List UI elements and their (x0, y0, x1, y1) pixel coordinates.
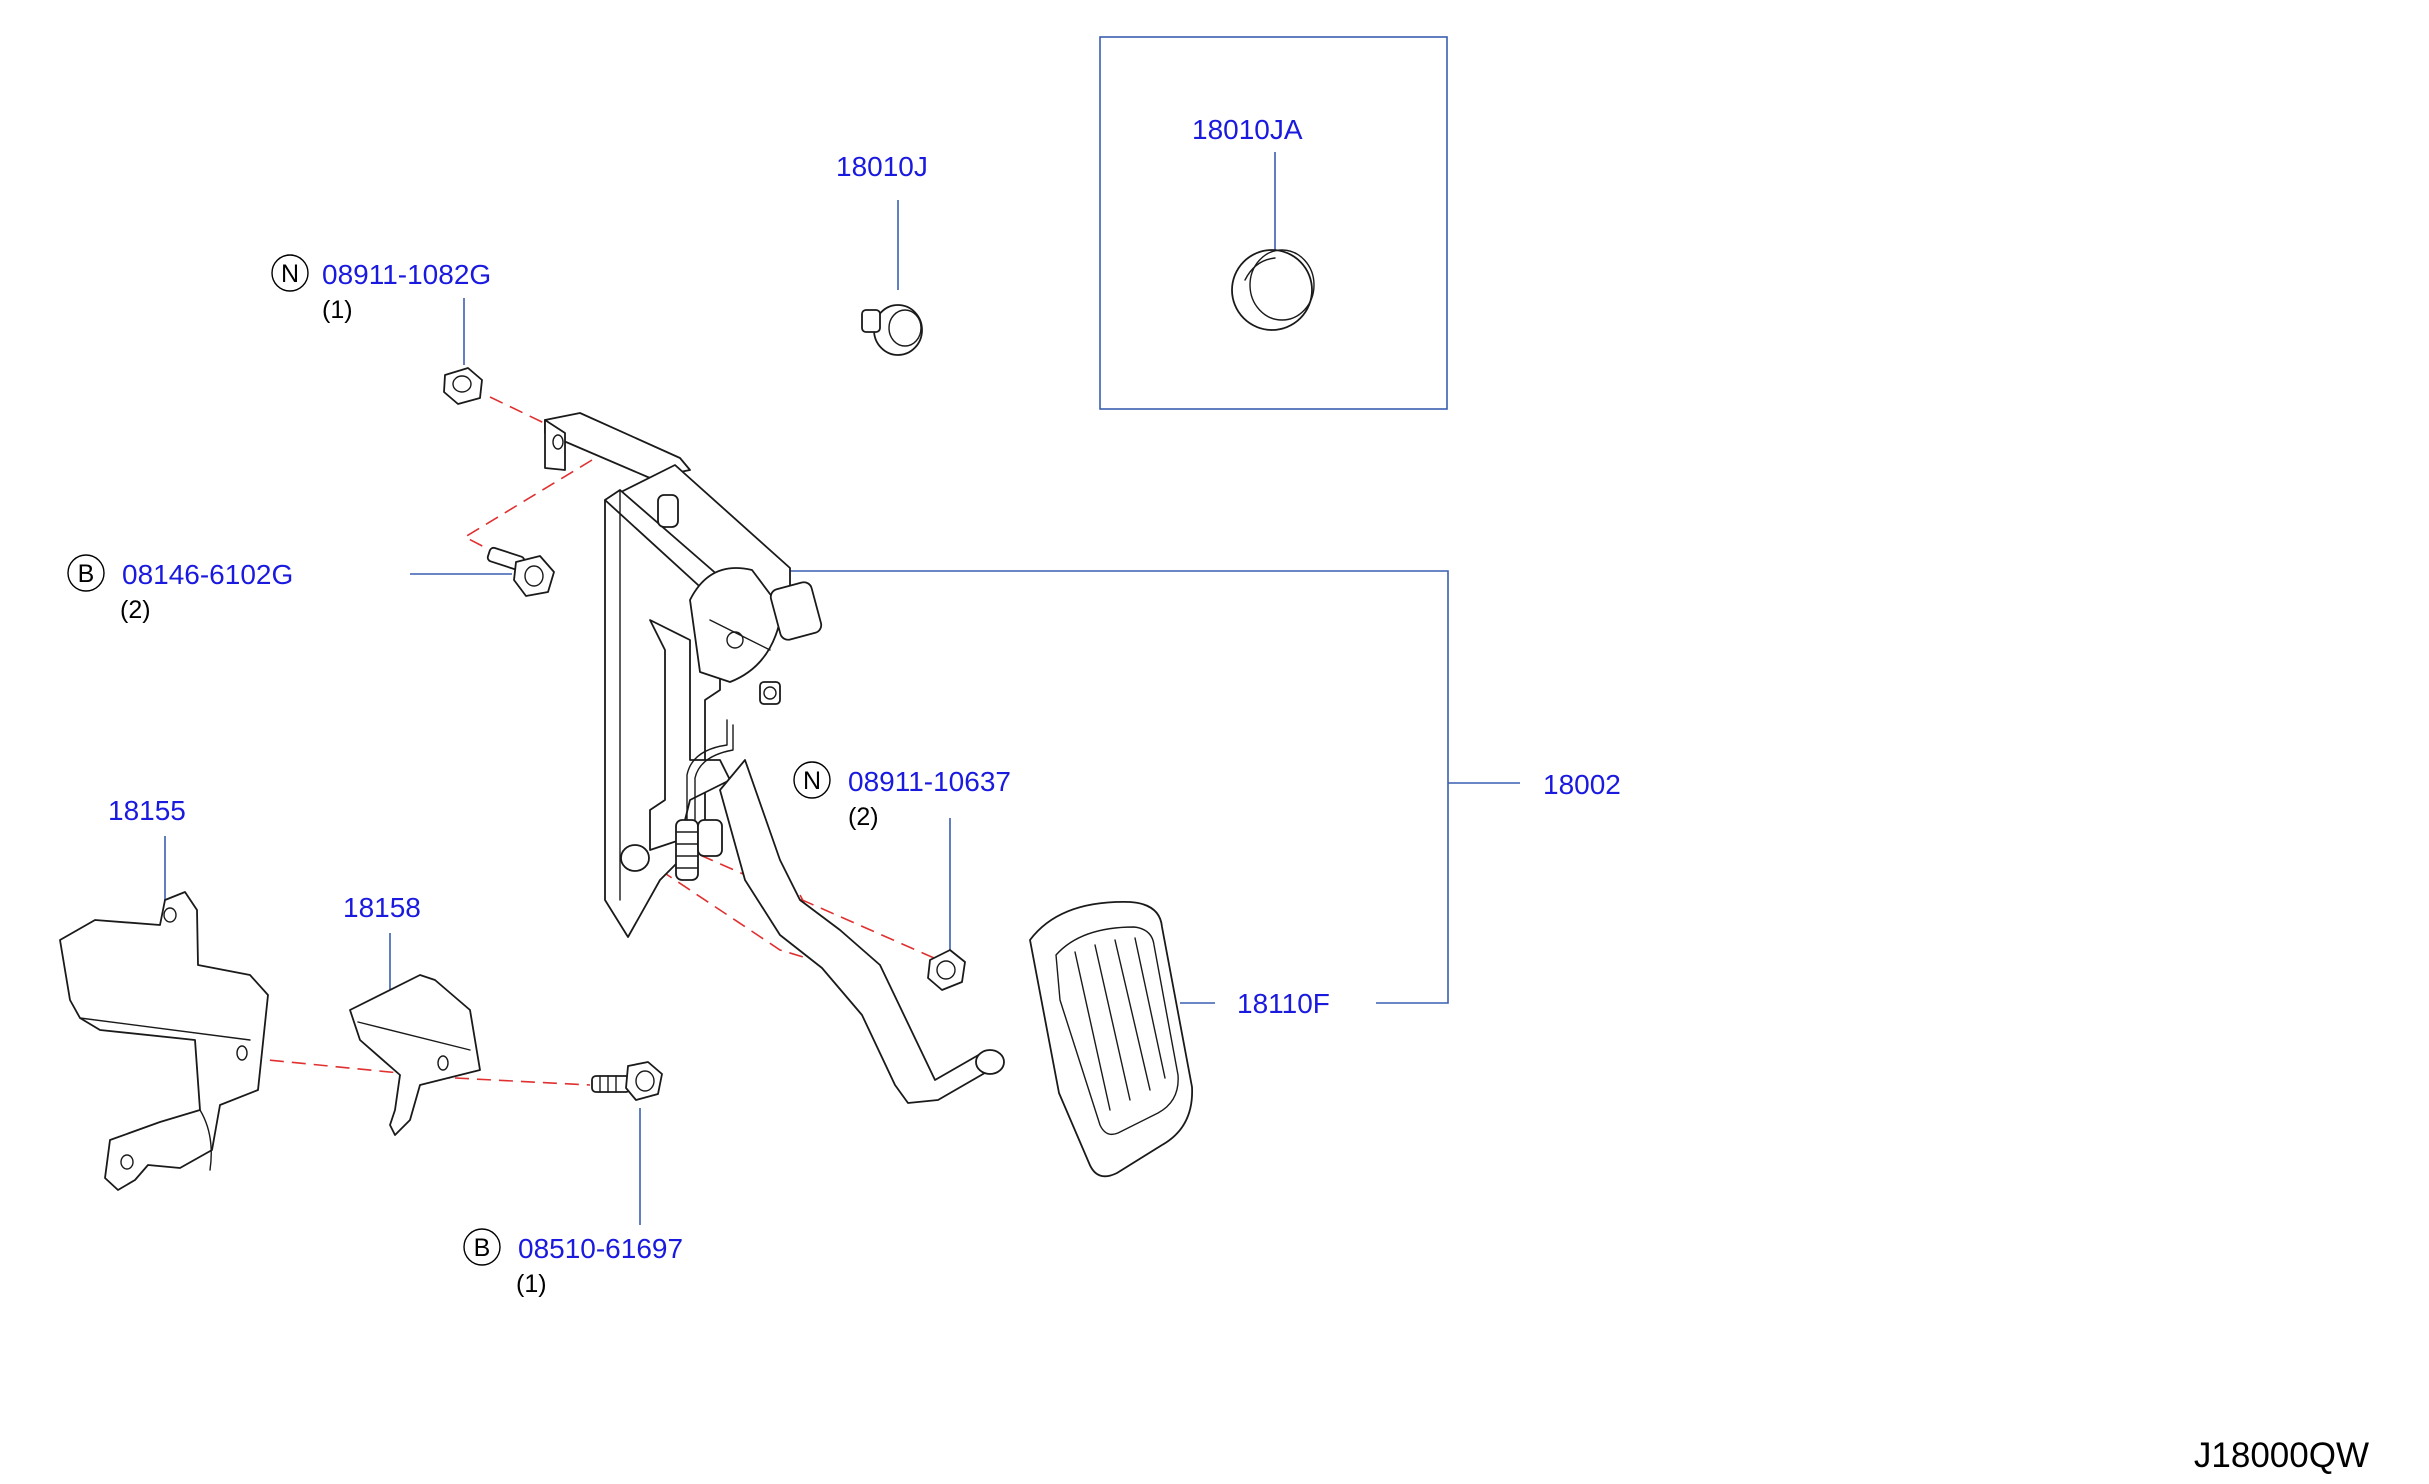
pedal-pad-part-number[interactable]: 18110F (1237, 988, 1330, 1019)
callout-bolt-bracket[interactable]: B 08146-6102G (2) (67, 554, 293, 624)
bracket-small-part-number[interactable]: 18158 (343, 892, 421, 923)
nut-lower-icon[interactable] (927, 949, 966, 991)
stopper-part-number[interactable]: 18010J (836, 151, 928, 182)
quantity: (1) (516, 1270, 547, 1298)
callout-bolt-bottom[interactable]: B 08510-61697 (1) (463, 1228, 683, 1298)
pedal-assembly[interactable] (544, 412, 1005, 1104)
bracket-large-part-number[interactable]: 18155 (108, 795, 186, 826)
leader-lines (164, 152, 1520, 1225)
pedal-assembly-part-number[interactable]: 18002 (1543, 769, 1621, 800)
pedal-pad-icon[interactable] (1029, 901, 1193, 1178)
bolt-bracket-icon[interactable] (486, 546, 555, 597)
alternate-part-box (1099, 36, 1448, 410)
quantity: (1) (322, 296, 353, 324)
bolt-bottom-icon[interactable] (591, 1061, 663, 1101)
badge-letter: N (281, 260, 299, 288)
badge-letter: B (78, 560, 95, 588)
part-number: 08146-6102G (122, 559, 293, 590)
diagram-id: J18000QW (2194, 1436, 2369, 1475)
quantity: (2) (848, 803, 879, 831)
badge-letter: B (474, 1234, 491, 1262)
callout-nut-lower[interactable]: N 08911-10637 (2) (793, 761, 1011, 831)
stopper-alt-icon[interactable] (1231, 249, 1315, 331)
nut-top-icon[interactable] (443, 367, 483, 405)
part-number: 08510-61697 (518, 1233, 683, 1264)
callout-nut-top[interactable]: N 08911-1082G (1) (271, 254, 491, 324)
bracket-large-icon[interactable] (59, 891, 269, 1191)
part-number: 08911-1082G (322, 259, 491, 290)
badge-letter: N (803, 767, 821, 795)
bracket-small-icon[interactable] (349, 974, 481, 1136)
quantity: (2) (120, 596, 151, 624)
stopper-alt-part-number[interactable]: 18010JA (1192, 114, 1303, 145)
return-spring-icon (675, 719, 734, 881)
part-number: 08911-10637 (848, 766, 1011, 797)
stopper-icon[interactable] (861, 304, 923, 356)
